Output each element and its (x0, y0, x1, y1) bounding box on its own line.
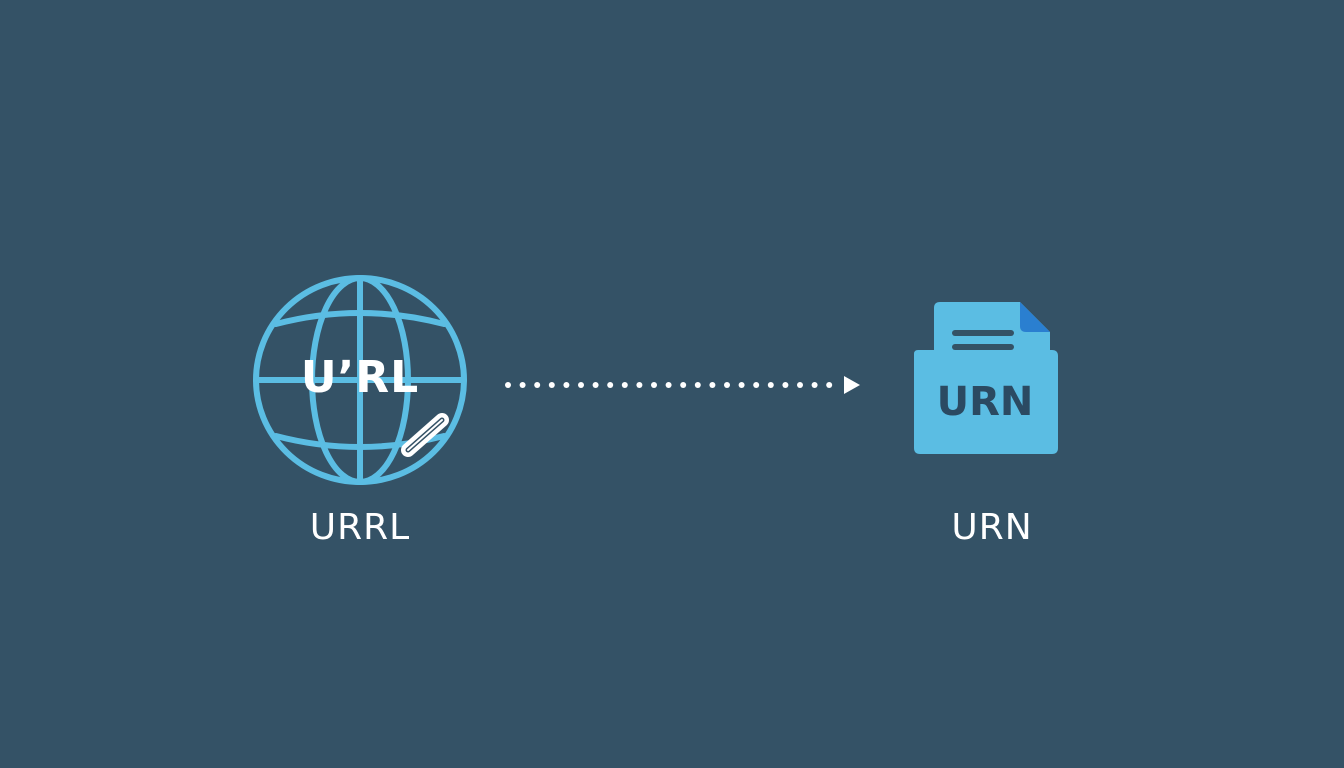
arrow-dot (636, 382, 643, 388)
arrow-dot (782, 382, 789, 388)
chain-link-icon (401, 413, 449, 457)
arrow-dot (519, 382, 526, 388)
globe-icon (253, 275, 467, 485)
arrow-dot (592, 382, 599, 388)
url-node: U’RL (250, 272, 470, 488)
arrow-head-icon (844, 376, 860, 394)
url-caption: URRL (309, 507, 411, 548)
arrow-dot (680, 382, 687, 388)
arrow-dot (607, 382, 614, 388)
dotted-arrow-connector (505, 376, 860, 394)
arrow-dots (505, 382, 833, 388)
arrow-dot (665, 382, 672, 388)
arrow-dot (753, 382, 760, 388)
arrow-dot (548, 382, 555, 388)
arrow-dot (826, 382, 833, 388)
url-globe-label: U’RL (300, 352, 420, 403)
arrow-dot (651, 382, 657, 388)
arrow-dot (797, 382, 803, 388)
arrow-dot (738, 382, 745, 388)
arrow-dot (709, 382, 716, 388)
arrow-dot (578, 382, 584, 388)
arrow-dot (694, 382, 701, 388)
document-folder-icon (914, 302, 1058, 454)
arrow-dot (621, 382, 628, 388)
arrow-dot (767, 382, 774, 388)
urn-document-label: URN (936, 379, 1034, 425)
arrow-dot (505, 382, 511, 388)
arrow-dot (563, 382, 570, 388)
arrow-dot (724, 382, 730, 388)
arrow-dot (534, 382, 541, 388)
urn-caption: URN (951, 507, 1033, 548)
arrow-dot (811, 382, 818, 388)
